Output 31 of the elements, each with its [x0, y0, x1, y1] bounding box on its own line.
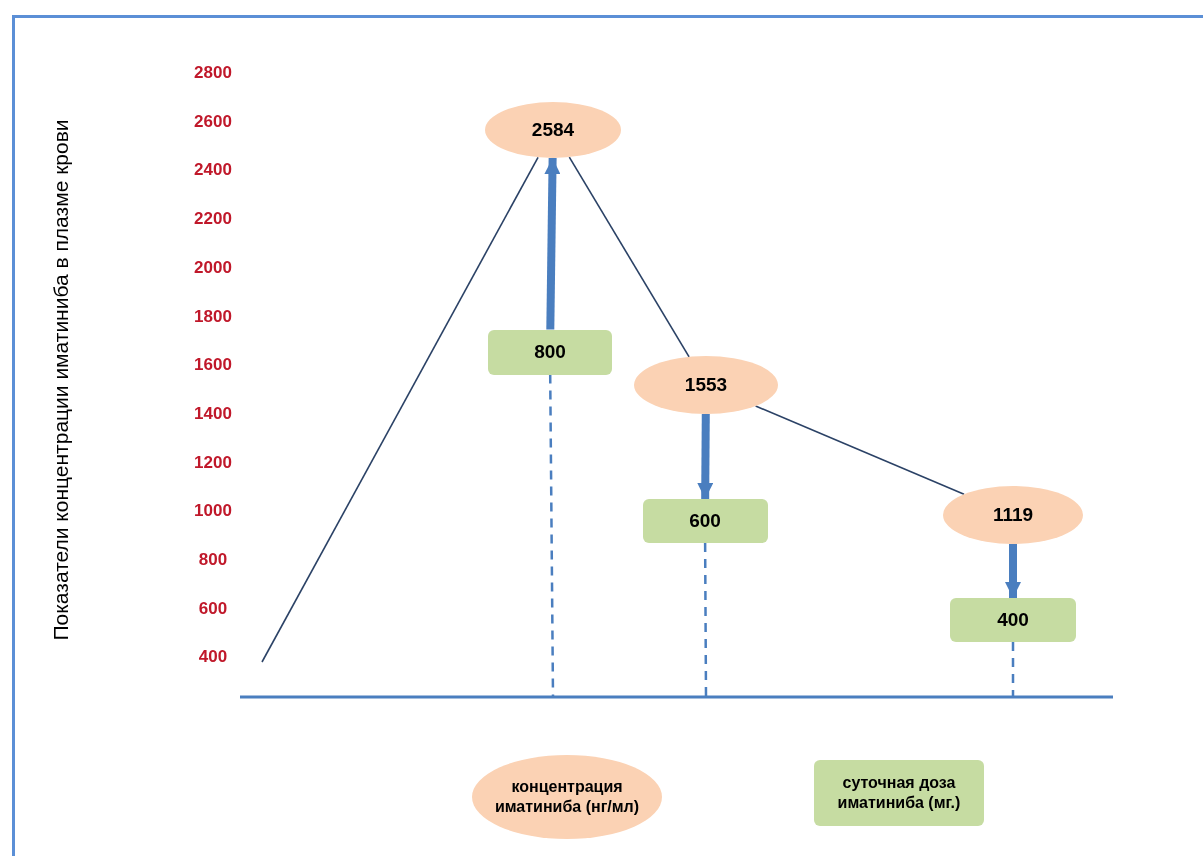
- y-tick-label: 1000: [194, 501, 232, 521]
- dose-box: 800: [488, 329, 612, 375]
- y-tick-label: 2200: [194, 209, 232, 229]
- thick-arrow: [1005, 544, 1021, 598]
- y-tick-label: 400: [198, 647, 228, 667]
- thick-arrow: [697, 413, 714, 500]
- value-ellipse: 1119: [943, 486, 1083, 544]
- dashed-drop-line: [1011, 642, 1015, 697]
- y-tick-label: 1800: [194, 306, 232, 326]
- y-axis-title: Показатели концентрации иматиниба в плазме крови: [48, 119, 74, 641]
- dashed-drop-line: [548, 374, 555, 697]
- dashed-drop-line: [703, 543, 708, 697]
- connector-line: [754, 405, 965, 496]
- dose-box: 600: [642, 499, 768, 543]
- y-tick-label: 800: [198, 550, 228, 570]
- value-ellipse: 1553: [634, 356, 778, 414]
- y-tick-label: 1400: [194, 404, 232, 424]
- connector-line: [261, 156, 539, 663]
- thick-arrow: [544, 157, 561, 330]
- y-tick-label: 2600: [194, 111, 232, 131]
- y-tick-label: 600: [198, 598, 228, 618]
- connector-line: [568, 156, 690, 358]
- dose-box: 400: [950, 598, 1076, 642]
- y-tick-label: 1600: [194, 355, 232, 375]
- legend-box: суточная доза иматиниба (мг.): [814, 760, 984, 826]
- legend-ellipse: концентрация иматиниба (нг/мл): [472, 755, 662, 839]
- y-tick-label: 2400: [194, 160, 232, 180]
- value-ellipse: 2584: [485, 102, 621, 158]
- y-tick-label: 1200: [194, 452, 232, 472]
- y-tick-label: 2800: [194, 63, 232, 83]
- y-tick-label: 2000: [194, 258, 232, 278]
